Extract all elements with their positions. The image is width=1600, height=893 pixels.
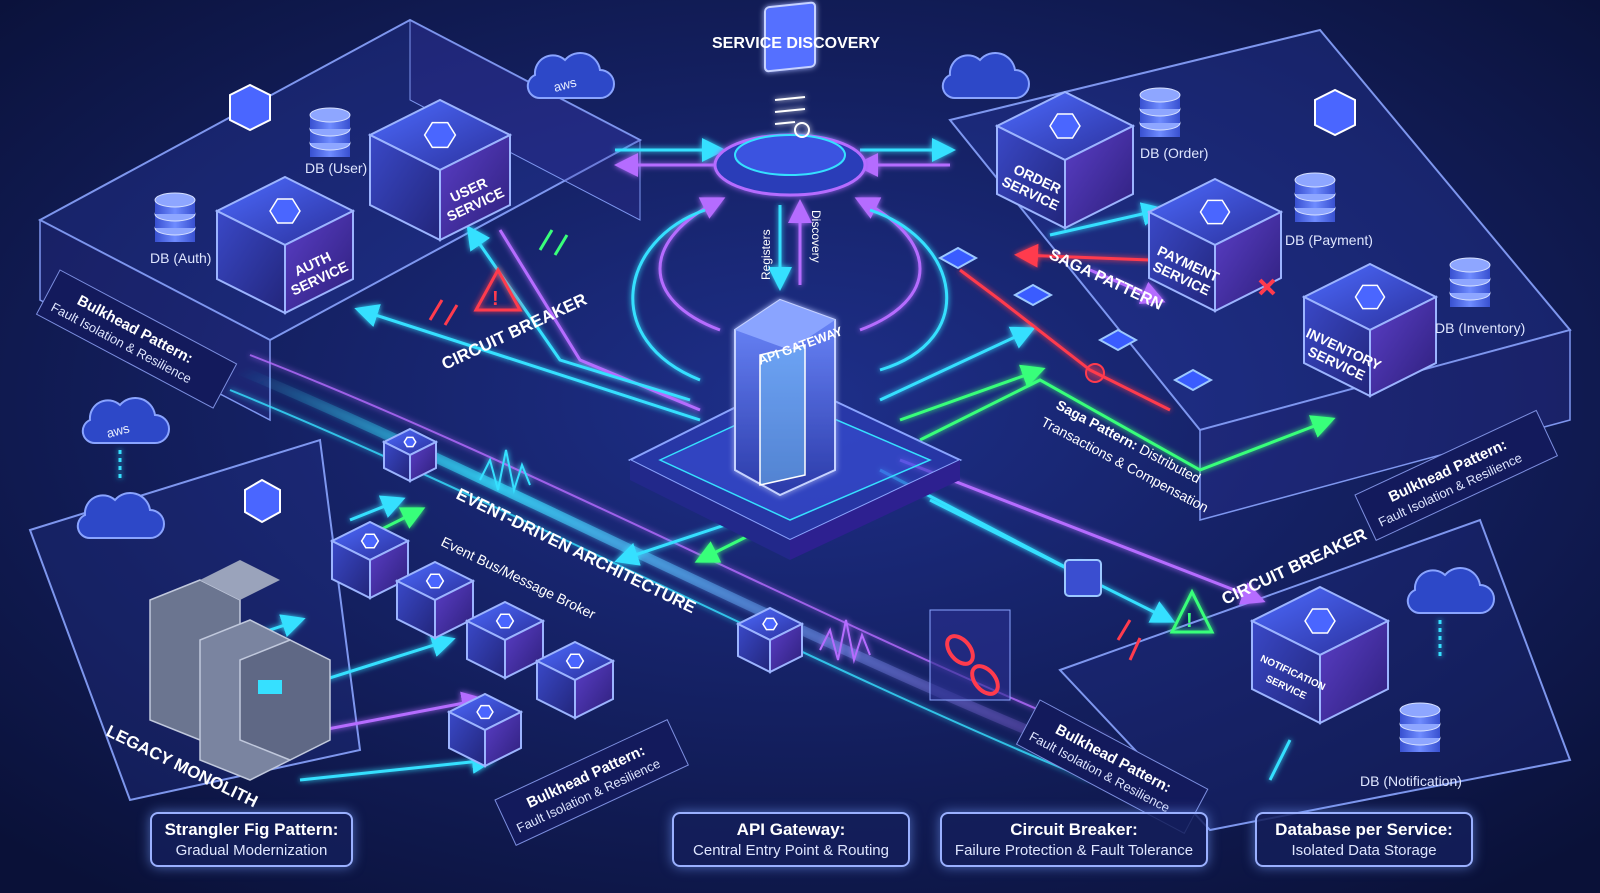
database-icon bbox=[1399, 702, 1441, 752]
event-consumer-cube bbox=[446, 692, 524, 768]
failure-x-icon bbox=[1258, 278, 1276, 296]
kubernetes-icon bbox=[762, 617, 778, 631]
kubernetes-icons bbox=[229, 83, 1356, 524]
legend-sub: Central Entry Point & Routing bbox=[693, 842, 889, 859]
saga-chain bbox=[937, 246, 1276, 392]
legend-circuit-breaker: Circuit Breaker: Failure Protection & Fa… bbox=[940, 812, 1208, 867]
legend-sub: Gradual Modernization bbox=[175, 842, 328, 859]
kubernetes-icon bbox=[1354, 284, 1386, 310]
chain-link-icon bbox=[1012, 283, 1054, 307]
service-cube-auth bbox=[214, 175, 356, 315]
database-icon bbox=[309, 107, 351, 157]
magnifier-icon bbox=[794, 122, 810, 138]
db-label-order: DB (Order) bbox=[1140, 145, 1209, 161]
service-cube-notification bbox=[1249, 585, 1391, 725]
legend-sub: Isolated Data Storage bbox=[1291, 842, 1437, 859]
legend-sub: Failure Protection & Fault Tolerance bbox=[954, 842, 1194, 859]
kubernetes-icon bbox=[1199, 199, 1231, 225]
service-cube-inventory bbox=[1301, 262, 1439, 398]
legend-strangler-fig: Strangler Fig Pattern: Gradual Moderniza… bbox=[150, 812, 353, 867]
kubernetes-icon bbox=[1304, 608, 1336, 634]
service-discovery-label: SERVICE DISCOVERY bbox=[712, 35, 880, 52]
chain-link-icon bbox=[1097, 328, 1139, 352]
kubernetes-icon bbox=[476, 704, 494, 720]
server-screen bbox=[258, 680, 282, 694]
service-discovery-node bbox=[713, 1, 867, 197]
warning-icons: ! ! bbox=[428, 229, 1215, 701]
kubernetes-icon bbox=[360, 533, 380, 549]
broken-chain-icon bbox=[945, 634, 975, 666]
aws-cloud-icon bbox=[526, 51, 615, 100]
chain-link-icon bbox=[1172, 368, 1214, 392]
db-label-auth: DB (Auth) bbox=[150, 250, 212, 266]
kubernetes-icon bbox=[1314, 88, 1356, 137]
warning-triangle-icon bbox=[1169, 588, 1215, 634]
kubernetes-icon bbox=[423, 121, 457, 149]
legend-title: Strangler Fig Pattern: bbox=[164, 820, 339, 839]
registers-label: Registers bbox=[759, 229, 773, 280]
kubernetes-icon bbox=[269, 198, 301, 224]
event-consumer-cube bbox=[735, 606, 805, 674]
svg-text:!: ! bbox=[1186, 610, 1193, 632]
link-icon bbox=[538, 229, 569, 256]
link-icon bbox=[1064, 559, 1102, 597]
db-label-inventory: DB (Inventory) bbox=[1435, 320, 1526, 336]
api-gateway-node bbox=[627, 298, 963, 560]
legend-title: Circuit Breaker: bbox=[1010, 820, 1138, 839]
aws-logo-text: aws bbox=[552, 74, 579, 95]
kubernetes-icon bbox=[495, 613, 515, 629]
aws-logo-text: aws bbox=[105, 420, 132, 441]
service-cubes bbox=[214, 90, 1439, 725]
broken-link-icon bbox=[1116, 619, 1142, 661]
legend-database-per-service: Database per Service: Isolated Data Stor… bbox=[1255, 812, 1473, 867]
database-icon bbox=[1139, 87, 1181, 137]
event-bus-cubes bbox=[329, 427, 805, 768]
legacy-servers bbox=[149, 560, 331, 781]
chain-link-icon bbox=[937, 246, 979, 270]
event-consumer-cube bbox=[534, 640, 616, 720]
db-label-payment: DB (Payment) bbox=[1285, 232, 1373, 248]
connection-lines bbox=[118, 138, 1442, 782]
registry-doc-icon bbox=[764, 1, 816, 73]
discovery-label: Discovery bbox=[809, 210, 823, 263]
kubernetes-icon bbox=[1049, 113, 1081, 139]
svg-text:!: ! bbox=[492, 288, 499, 310]
event-consumer-cube bbox=[381, 427, 439, 483]
cloud-icons bbox=[76, 51, 1495, 615]
azure-cloud-icon bbox=[1406, 566, 1495, 615]
database-icon bbox=[154, 192, 196, 242]
kubernetes-icon bbox=[229, 83, 271, 132]
broken-link-icon bbox=[428, 299, 459, 326]
kubernetes-icon bbox=[565, 653, 585, 669]
db-label-notification: DB (Notification) bbox=[1360, 773, 1462, 789]
failure-x-icon bbox=[1085, 363, 1105, 383]
kubernetes-icon bbox=[425, 573, 445, 589]
service-cube-user bbox=[367, 98, 513, 242]
legend-title: Database per Service: bbox=[1275, 820, 1453, 839]
event-consumer-cube bbox=[394, 560, 476, 640]
google-cloud-icon bbox=[941, 51, 1030, 100]
database-icon bbox=[1294, 172, 1336, 222]
aws-cloud-icon bbox=[81, 396, 170, 445]
database-icon bbox=[1449, 257, 1491, 307]
databases bbox=[154, 87, 1491, 752]
event-consumer-cube bbox=[464, 600, 546, 680]
legend-title: API Gateway: bbox=[736, 820, 846, 839]
warning-triangle-icon bbox=[473, 266, 523, 312]
db-label-user: DB (User) bbox=[305, 160, 368, 176]
kubernetes-icon bbox=[403, 436, 417, 448]
service-cube-order bbox=[994, 90, 1136, 230]
google-cloud-icon bbox=[76, 491, 165, 540]
legend-api-gateway: API Gateway: Central Entry Point & Routi… bbox=[672, 812, 910, 867]
kubernetes-icon bbox=[244, 478, 281, 524]
